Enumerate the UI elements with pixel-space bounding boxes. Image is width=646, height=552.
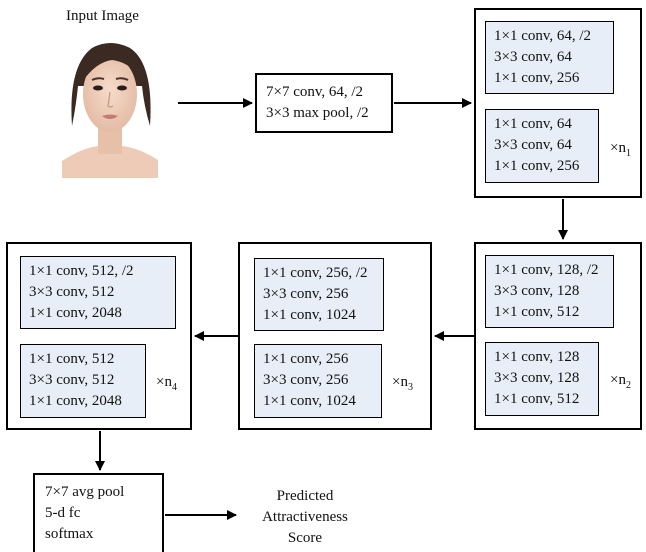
stem-line-2: 3×3 max pool, /2 xyxy=(266,105,369,121)
stage2-repeat-line-3: 1×1 conv, 512 xyxy=(494,391,580,407)
input-image-label: Input Image xyxy=(66,8,139,24)
stem-line-1: 7×7 conv, 64, /2 xyxy=(266,84,364,100)
output-line-2: Attractiveness xyxy=(262,509,348,525)
stage3-repeat-unit: 1×1 conv, 256 3×3 conv, 256 1×1 conv, 10… xyxy=(254,344,382,418)
stage2-multiplier: ×n2 xyxy=(610,372,631,391)
stage4-first-line-3: 1×1 conv, 2048 xyxy=(29,305,122,321)
output-line-3: Score xyxy=(287,530,323,546)
stage1-block: 1×1 conv, 64, /2 3×3 conv, 64 1×1 conv, … xyxy=(474,8,642,198)
input-face-image xyxy=(62,36,158,178)
stage1-first-line-3: 1×1 conv, 256 xyxy=(494,70,580,86)
stage1-repeat-line-3: 1×1 conv, 256 xyxy=(494,158,580,174)
stage4-repeat-unit: 1×1 conv, 512 3×3 conv, 512 1×1 conv, 20… xyxy=(20,344,146,418)
stage4-repeat-line-1: 1×1 conv, 512 xyxy=(29,351,115,367)
stage3-first-line-3: 1×1 conv, 1024 xyxy=(263,307,356,323)
stage1-multiplier: ×n1 xyxy=(610,140,631,159)
stage2-block: 1×1 conv, 128, /2 3×3 conv, 128 1×1 conv… xyxy=(474,242,642,430)
stage3-downsample-unit: 1×1 conv, 256, /2 3×3 conv, 256 1×1 conv… xyxy=(254,258,384,331)
stage3-first-line-1: 1×1 conv, 256, /2 xyxy=(263,265,368,281)
stage4-repeat-line-2: 3×3 conv, 512 xyxy=(29,372,115,388)
output-label: Predicted Attractiveness Score xyxy=(246,486,364,549)
stage3-first-line-2: 3×3 conv, 256 xyxy=(263,286,349,302)
head-line-1: 7×7 avg pool xyxy=(45,484,125,500)
stage1-first-line-1: 1×1 conv, 64, /2 xyxy=(494,28,592,44)
stage3-repeat-line-2: 3×3 conv, 256 xyxy=(263,372,349,388)
stage2-repeat-line-2: 3×3 conv, 128 xyxy=(494,370,580,386)
head-line-3: softmax xyxy=(45,526,94,542)
stage3-repeat-line-1: 1×1 conv, 256 xyxy=(263,351,349,367)
stage4-downsample-unit: 1×1 conv, 512, /2 3×3 conv, 512 1×1 conv… xyxy=(20,256,176,329)
stage2-first-line-1: 1×1 conv, 128, /2 xyxy=(494,262,599,278)
stage1-repeat-line-1: 1×1 conv, 64 xyxy=(494,116,572,132)
stage4-block: 1×1 conv, 512, /2 3×3 conv, 512 1×1 conv… xyxy=(6,242,192,430)
stage4-multiplier: ×n4 xyxy=(156,374,177,393)
stage3-multiplier: ×n3 xyxy=(392,374,413,393)
stage3-repeat-line-3: 1×1 conv, 1024 xyxy=(263,393,356,409)
stem-block: 7×7 conv, 64, /2 3×3 max pool, /2 xyxy=(255,73,393,133)
stage4-first-line-2: 3×3 conv, 512 xyxy=(29,284,115,300)
stage2-repeat-unit: 1×1 conv, 128 3×3 conv, 128 1×1 conv, 51… xyxy=(485,342,599,416)
stage2-downsample-unit: 1×1 conv, 128, /2 3×3 conv, 128 1×1 conv… xyxy=(485,255,614,328)
stage1-repeat-line-2: 3×3 conv, 64 xyxy=(494,137,572,153)
stage4-repeat-line-3: 1×1 conv, 2048 xyxy=(29,393,122,409)
stage1-first-line-2: 3×3 conv, 64 xyxy=(494,49,572,65)
output-line-1: Predicted xyxy=(276,488,334,504)
stage1-repeat-unit: 1×1 conv, 64 3×3 conv, 64 1×1 conv, 256 xyxy=(485,109,599,183)
stage2-repeat-line-1: 1×1 conv, 128 xyxy=(494,349,580,365)
stage1-downsample-unit: 1×1 conv, 64, /2 3×3 conv, 64 1×1 conv, … xyxy=(485,21,614,94)
stage3-block: 1×1 conv, 256, /2 3×3 conv, 256 1×1 conv… xyxy=(238,242,432,430)
stage2-first-line-2: 3×3 conv, 128 xyxy=(494,283,580,299)
head-block: 7×7 avg pool 5-d fc softmax xyxy=(33,473,164,552)
stage4-first-line-1: 1×1 conv, 512, /2 xyxy=(29,263,134,279)
head-line-2: 5-d fc xyxy=(45,505,81,521)
stage2-first-line-3: 1×1 conv, 512 xyxy=(494,304,580,320)
